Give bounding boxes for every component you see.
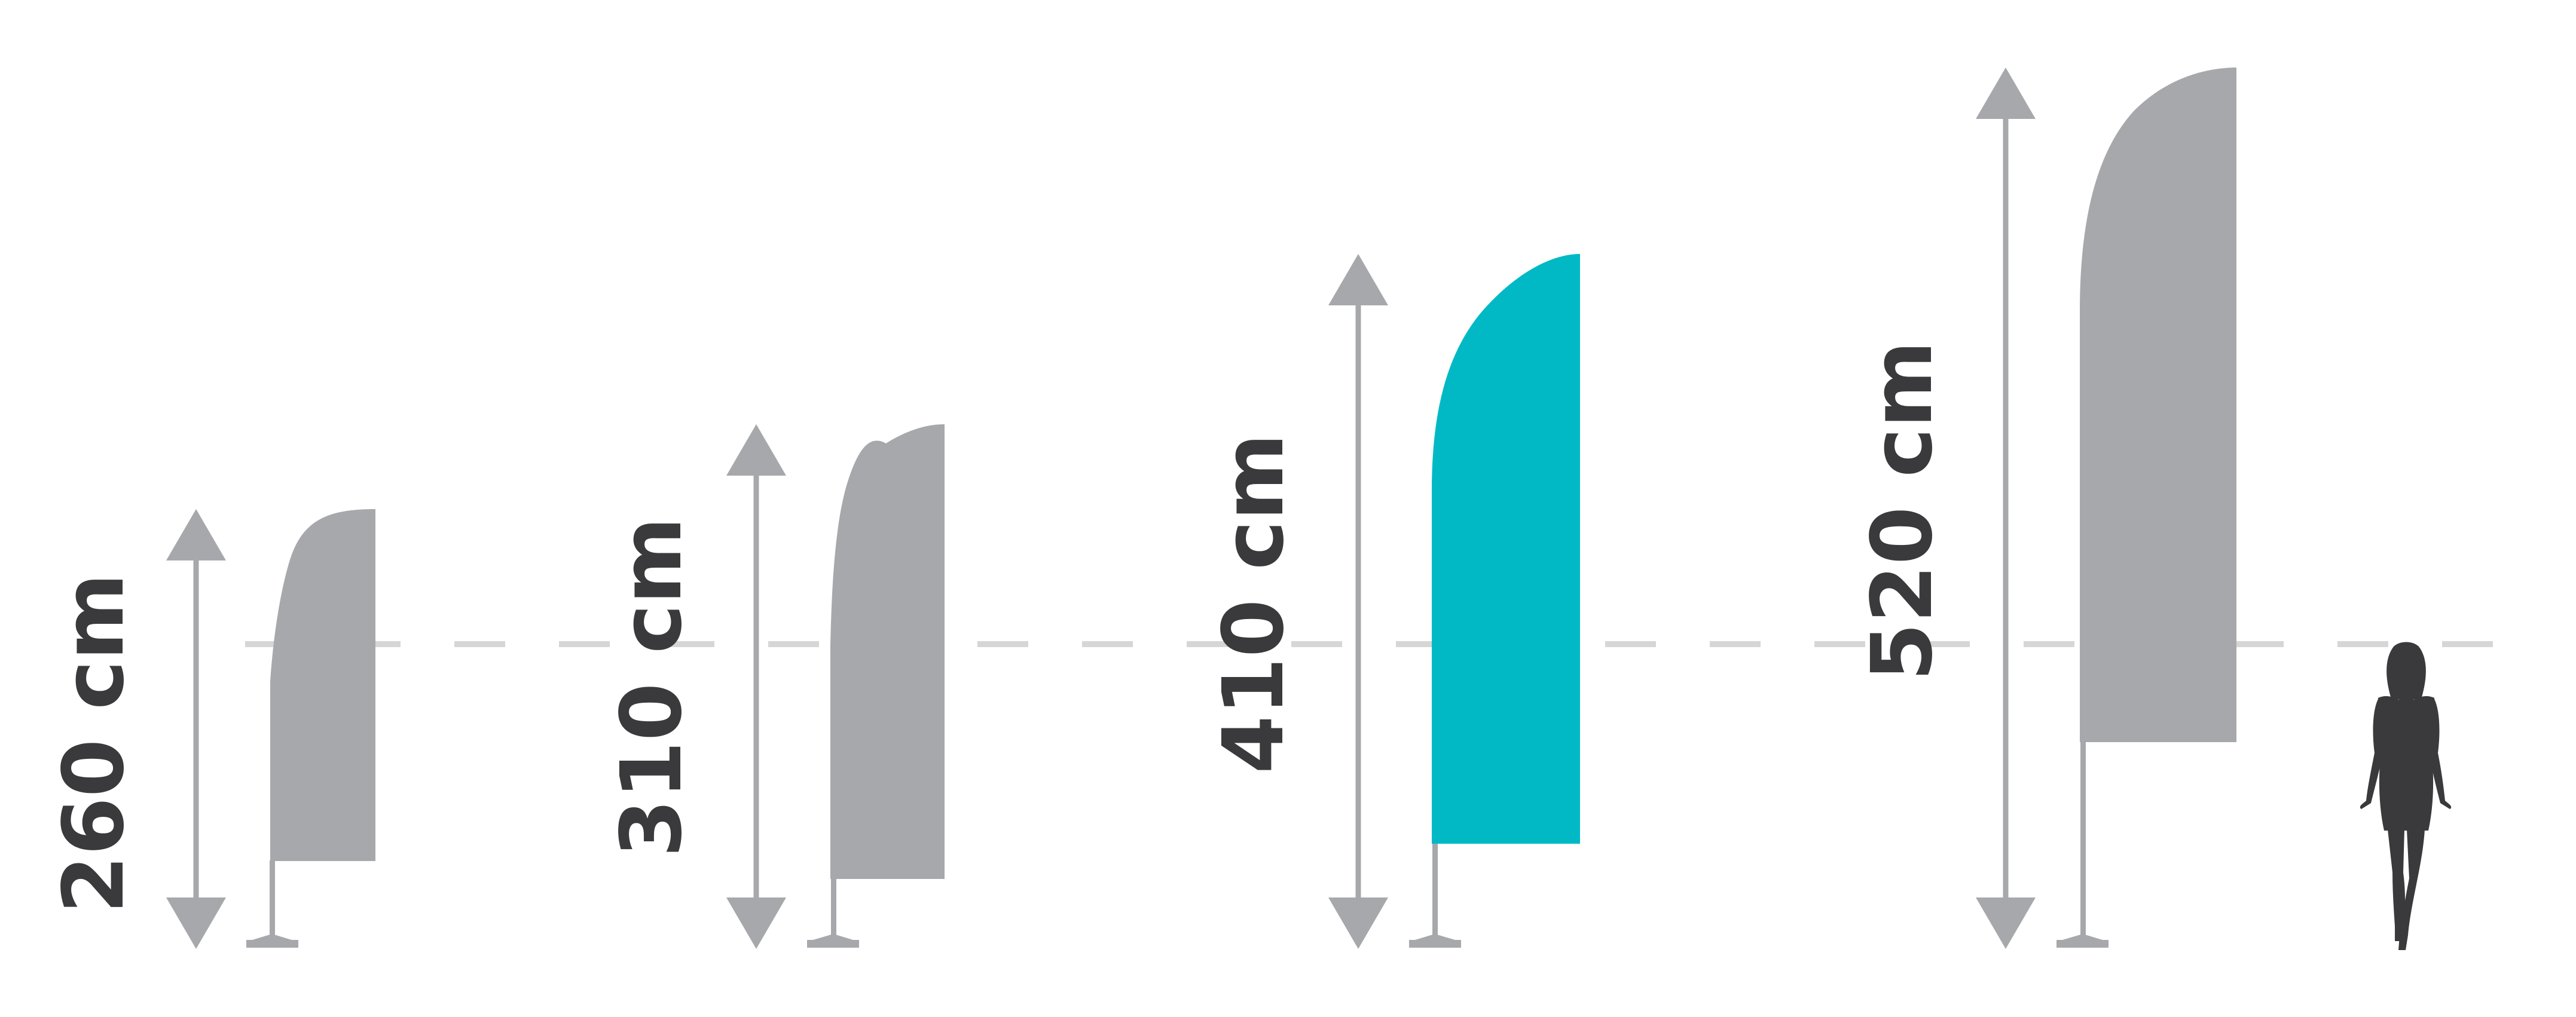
height-arrow <box>1328 254 1388 949</box>
flag-banner <box>2080 68 2236 742</box>
person-silhouette-icon <box>2360 642 2452 950</box>
flag-pole <box>246 860 298 948</box>
flag-banner <box>1432 254 1580 844</box>
height-arrow <box>166 509 226 949</box>
flag-pole <box>807 878 859 948</box>
flag-height-label: 260 cm <box>45 573 143 914</box>
flag-pole <box>1409 843 1461 948</box>
flag-group-410: 410 cm <box>1205 254 1580 949</box>
height-arrow <box>726 424 786 949</box>
flag-group-310: 310 cm <box>603 424 945 949</box>
flag-banner <box>270 509 375 861</box>
height-arrow <box>1976 68 2036 949</box>
flag-pole <box>2056 741 2109 948</box>
flag-banner <box>830 424 945 879</box>
flag-height-label: 310 cm <box>603 517 701 857</box>
flag-height-label: 520 cm <box>1854 341 1951 681</box>
flag-group-260: 260 cm <box>45 509 375 949</box>
flag-group-520: 520 cm <box>1854 68 2236 949</box>
flag-height-label: 410 cm <box>1205 433 1303 774</box>
